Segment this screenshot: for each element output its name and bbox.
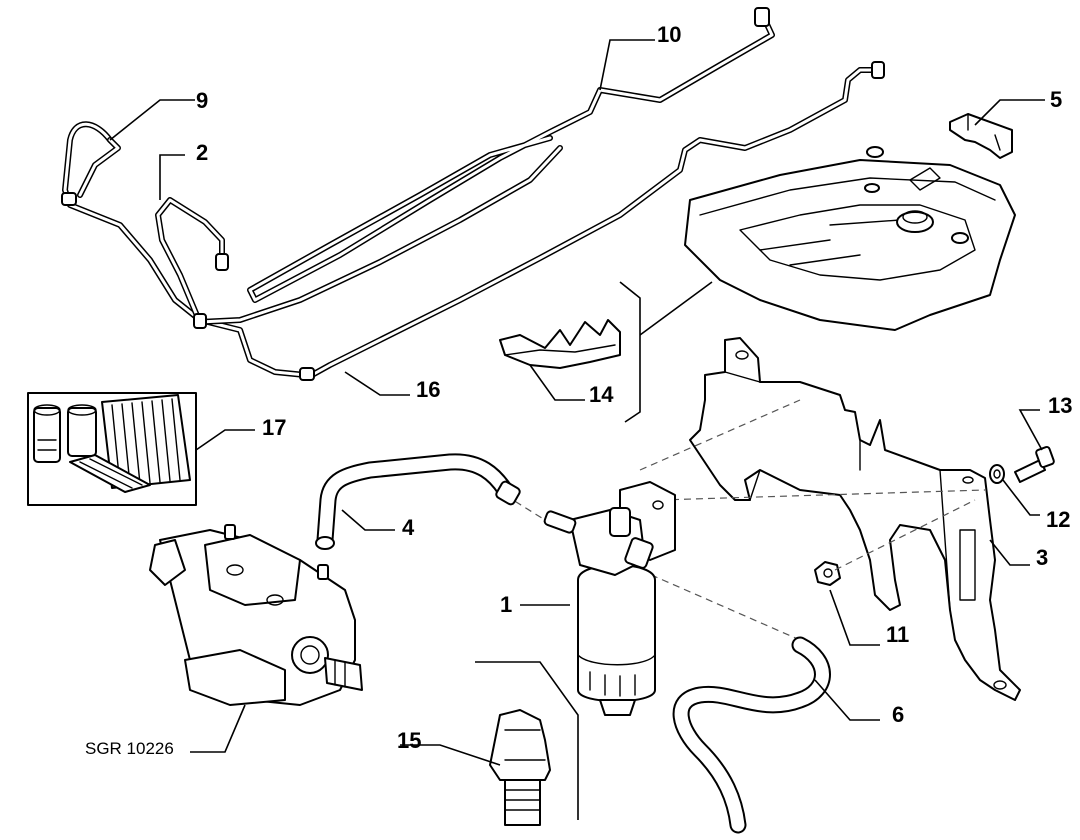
callout-10: 10 [657, 22, 681, 47]
hose-part-6 [672, 636, 831, 834]
callout-14: 14 [589, 382, 614, 407]
tank-pointer-line [639, 281, 713, 336]
callout-17: 17 [262, 415, 286, 440]
sensor-part-15 [489, 709, 551, 826]
callout-1: 1 [500, 592, 512, 617]
callout-15: 15 [397, 728, 421, 753]
filter-kit-part-17 [27, 392, 197, 506]
callout-leaders [109, 39, 1045, 766]
hose-part-4 [315, 453, 521, 550]
nut-part-11 [814, 561, 841, 586]
bracket-marker [619, 281, 641, 423]
assembly-line-2 [659, 489, 986, 501]
fuel-tank [684, 146, 1016, 331]
callout-3: 3 [1036, 545, 1048, 570]
washer-part-12 [989, 464, 1005, 484]
assembly-line-4 [639, 569, 801, 641]
assembly-line-3 [834, 499, 976, 571]
callout-9: 9 [196, 88, 208, 113]
callout-13: 13 [1048, 393, 1072, 418]
callout-11: 11 [886, 622, 909, 647]
callout-12: 12 [1046, 507, 1070, 532]
mounting-bracket [689, 337, 1021, 701]
bolt-part-13 [1014, 445, 1055, 483]
assembly-line-5 [504, 494, 546, 521]
callout-16: 16 [416, 377, 440, 402]
callout-labels: 9 2 10 5 16 14 17 4 1 6 11 15 13 12 3 SG… [85, 22, 1072, 758]
high-pressure-pump [149, 524, 363, 706]
callout-4: 4 [402, 515, 415, 540]
reference-code: SGR 10226 [85, 739, 174, 758]
fuel-filter-part-1 [543, 481, 676, 716]
callout-2: 2 [196, 140, 208, 165]
callout-5: 5 [1050, 87, 1062, 112]
callout-6: 6 [892, 702, 904, 727]
sensor-bracket-line [475, 661, 579, 820]
clip-part-14 [499, 319, 621, 369]
clip-part-5 [949, 113, 1013, 159]
assembly-line-1 [639, 399, 801, 471]
fuel-lines [61, 7, 885, 381]
